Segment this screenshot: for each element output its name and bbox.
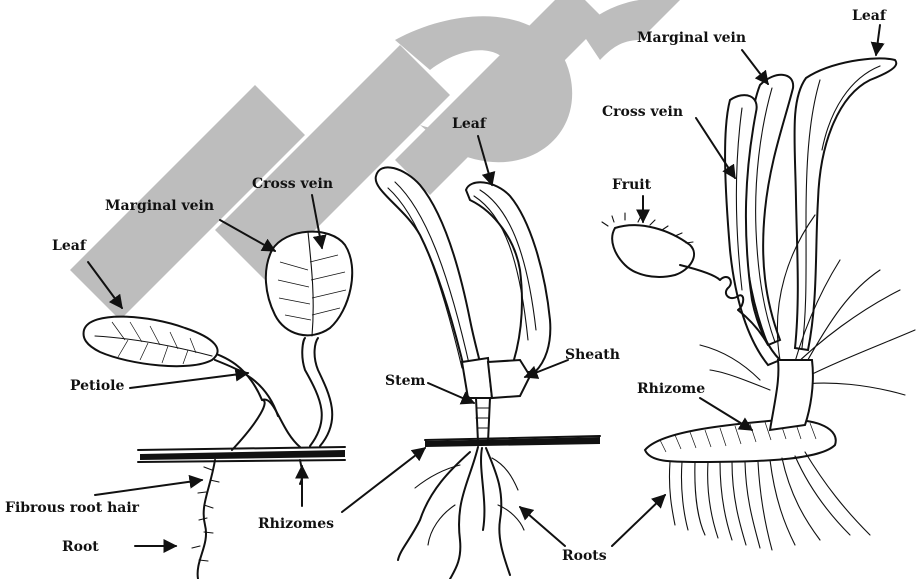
arrow-rhizomes-right [342,448,425,512]
label-cross-vein-plant3: Cross vein [602,104,683,120]
root [398,452,470,560]
label-petiole: Petiole [70,378,125,394]
petiole [302,338,322,446]
shoot-sheath [232,400,300,450]
ground-line [138,460,345,462]
stem [476,398,490,442]
label-fibrous-root-hair: Fibrous root hair [5,500,140,516]
leaf-long [794,58,896,350]
leaf-left [376,167,482,372]
label-rhizomes: Rhizomes [258,516,334,532]
arrow-leaf-plant3 [876,25,880,55]
arrow-marginal-vein-plant3 [742,50,768,84]
label-leaf-plant3: Leaf [852,8,887,24]
label-stem: Stem [385,373,425,389]
roots [669,452,870,550]
leaf-right [466,182,550,372]
label-rhizome-plant3: Rhizome [637,381,705,397]
label-marginal-vein-plant1: Marginal vein [105,198,214,214]
label-marginal-vein-plant3: Marginal vein [637,30,746,46]
leaf-lower [84,317,218,367]
watermark [70,0,680,320]
petiole [315,338,333,446]
root-branches [415,458,524,545]
label-roots: Roots [562,548,607,564]
label-leaf-plant1: Leaf [52,238,87,254]
arrow-petiole [130,373,248,388]
rhizome-body [140,450,345,460]
sheath-right [488,360,530,398]
root [486,448,510,575]
plant-3 [602,58,915,550]
label-root-plant1: Root [62,539,99,555]
label-fruit: Fruit [612,177,652,193]
ground-line [138,447,345,450]
arrow-roots-right [612,495,665,546]
arrow-fibrous-root-hair [95,480,202,495]
shoot-base [770,360,813,430]
petiole [215,360,278,416]
label-leaf-plant2: Leaf [452,116,487,132]
root [481,448,484,530]
arrow-roots-left [520,507,565,546]
label-sheath: Sheath [565,347,620,363]
label-cross-vein-plant1: Cross vein [252,176,333,192]
